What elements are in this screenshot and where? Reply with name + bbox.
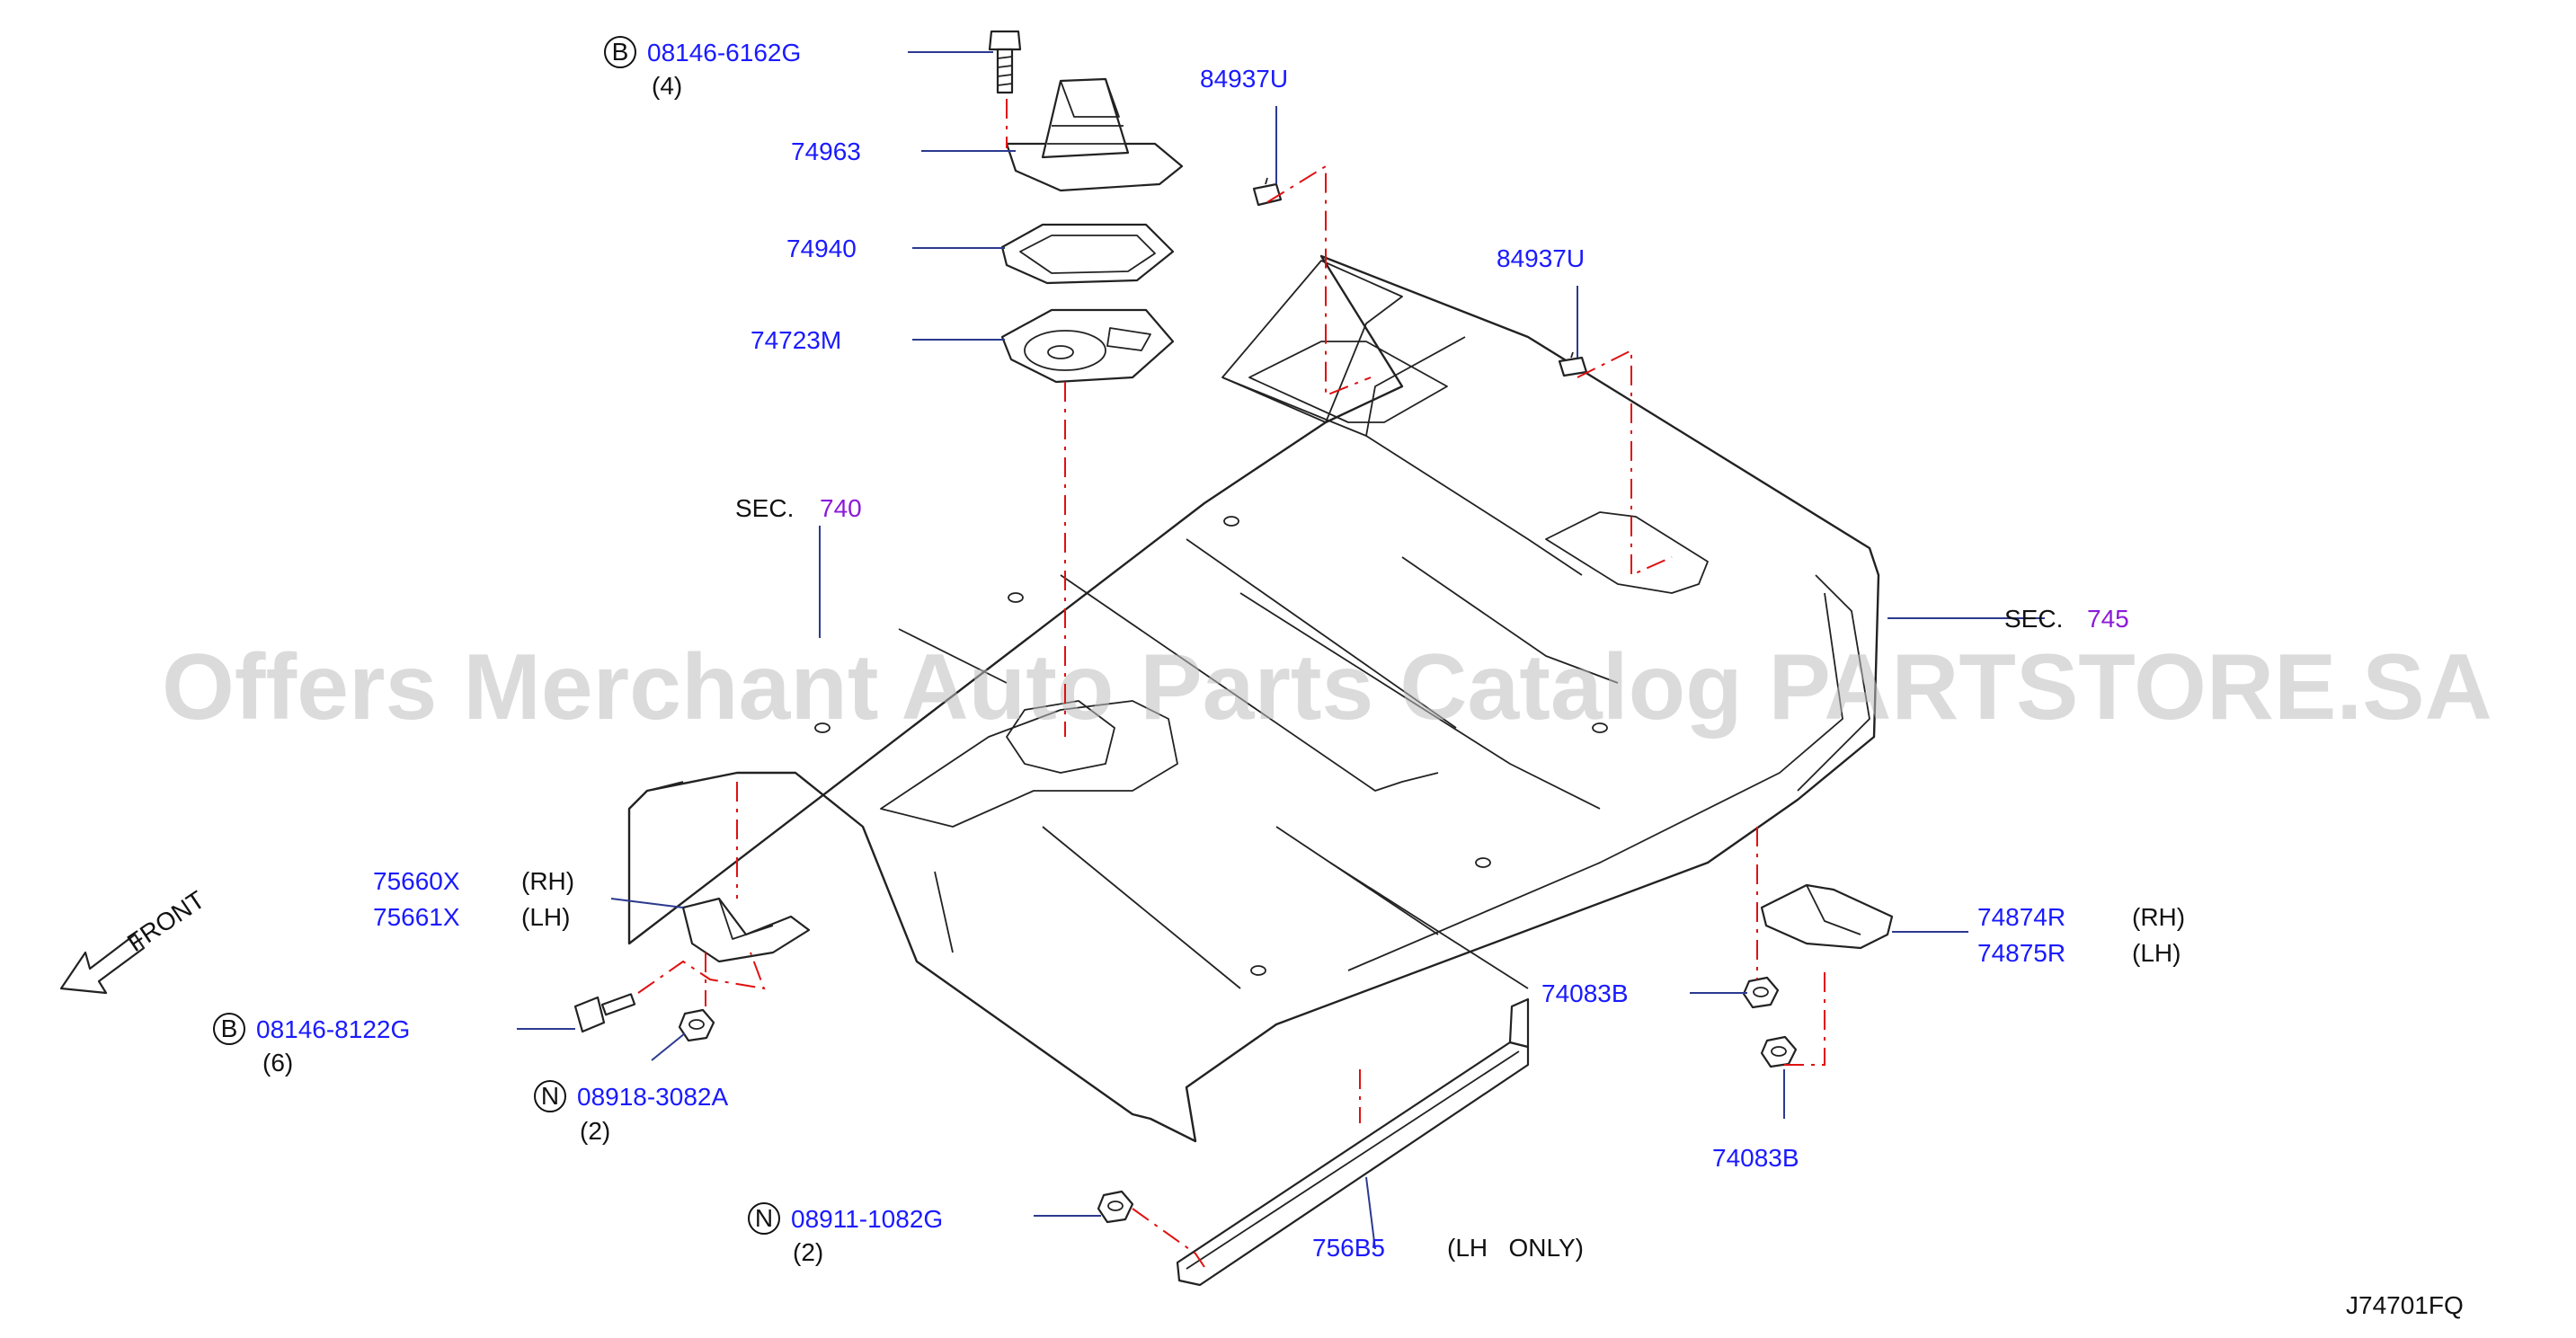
front-label: FRONT	[122, 885, 209, 957]
rail-part	[1176, 997, 1530, 1287]
side-rh-right: (RH)	[2132, 903, 2185, 931]
qty-nut-left: (2)	[580, 1117, 610, 1145]
part-number-nut-right-upper: 74083B	[1541, 979, 1629, 1007]
part-number-nut-left: 08918-3082A	[577, 1083, 728, 1111]
part-number-nut-right-lower: 74083B	[1712, 1144, 1799, 1172]
badge-circle-n-bottom	[748, 1202, 780, 1235]
watermark-text: Offers Merchant Auto Parts Catalog PARTS…	[162, 635, 2492, 740]
sec-number-740: 740	[820, 494, 862, 522]
clip-left-part	[1252, 177, 1283, 207]
nut-bottom-part	[1097, 1190, 1134, 1224]
diagram-code: J74701FQ	[2346, 1291, 2464, 1319]
side-lh-left: (LH)	[521, 903, 570, 931]
badge-b-left: B	[221, 1015, 238, 1042]
gasket-part	[1000, 223, 1175, 285]
part-number-rail: 756B5	[1312, 1234, 1385, 1262]
clip-right-part	[1558, 351, 1588, 377]
badge-n-left: N	[541, 1082, 559, 1110]
rail-note: (LH ONLY)	[1447, 1234, 1584, 1262]
part-number-clip-right: 84937U	[1497, 244, 1585, 272]
bracket-right-part	[1760, 883, 1894, 950]
leader-lines	[517, 51, 2045, 1250]
centerlines	[637, 99, 1825, 1268]
part-number-bracket-rh-right: 74874R	[1977, 903, 2065, 931]
nut-left-part	[678, 1008, 715, 1042]
part-number-clip-left: 84937U	[1200, 65, 1288, 93]
floor-panel-drawing	[627, 254, 1880, 1143]
badge-n-bottom: N	[755, 1204, 773, 1232]
front-arrow: FRONT	[59, 885, 209, 995]
qty-bolt-top: (4)	[652, 72, 682, 100]
qty-nut-bottom: (2)	[793, 1238, 823, 1266]
part-number-bracket-lh-right: 74875R	[1977, 939, 2065, 967]
badge-circle-b-top	[604, 36, 636, 68]
sec-prefix-745: SEC.	[2004, 605, 2063, 633]
badge-b-top: B	[612, 38, 629, 66]
bracket-left-part	[681, 897, 811, 963]
bolt-left-part	[573, 993, 636, 1033]
finisher-part	[1000, 308, 1175, 384]
part-number-bracket-rh-left: 75660X	[373, 867, 460, 895]
badge-circle-n-left	[534, 1080, 566, 1112]
badge-circle-b-left	[213, 1013, 245, 1045]
bolt-top-part	[988, 30, 1022, 94]
side-lh-right: (LH)	[2132, 939, 2181, 967]
nut-right-upper-part	[1742, 976, 1780, 1009]
part-number-finisher: 74723M	[751, 326, 841, 354]
part-number-bolt-left: 08146-8122G	[256, 1015, 410, 1043]
qty-bolt-left: (6)	[262, 1049, 293, 1077]
part-number-nut-bottom: 08911-1082G	[791, 1205, 943, 1233]
sec-number-745: 745	[2087, 605, 2129, 633]
boot-part	[1005, 77, 1184, 192]
side-rh-left: (RH)	[521, 867, 574, 895]
sec-prefix-740: SEC.	[735, 494, 794, 522]
part-number-bolt-top: 08146-6162G	[647, 39, 801, 66]
part-number-bracket-lh-left: 75661X	[373, 903, 460, 931]
part-number-boot: 74963	[791, 137, 861, 165]
part-number-gasket: 74940	[786, 235, 857, 262]
nut-right-lower-part	[1760, 1035, 1798, 1068]
